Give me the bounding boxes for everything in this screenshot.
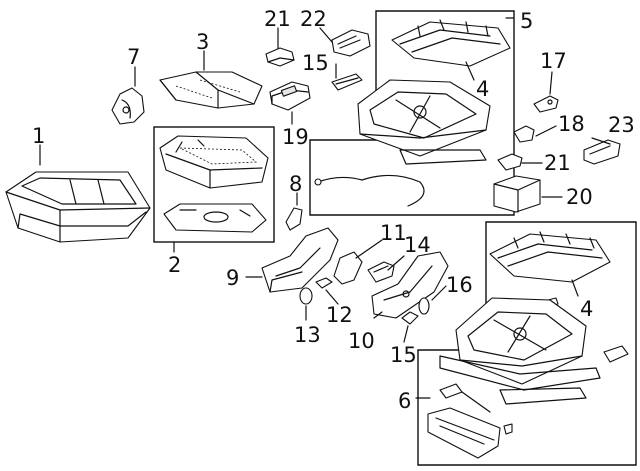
part-6-seat-track[interactable] bbox=[427, 297, 629, 459]
callout-17: 17 bbox=[540, 49, 567, 73]
callout-11: 11 bbox=[380, 221, 407, 245]
part-2-cushion-pad[interactable] bbox=[159, 135, 269, 189]
callout-18: 18 bbox=[558, 112, 585, 136]
callout-16: 16 bbox=[446, 273, 473, 297]
callout-14: 14 bbox=[404, 233, 431, 257]
part-18-clip[interactable] bbox=[513, 125, 535, 143]
callout-21-right: 21 bbox=[544, 151, 571, 175]
callout-9: 9 bbox=[226, 266, 239, 290]
callout-22: 22 bbox=[300, 7, 327, 31]
part-11-knob[interactable] bbox=[333, 251, 363, 285]
callout-10: 10 bbox=[348, 329, 375, 353]
part-19-module[interactable] bbox=[269, 81, 311, 111]
callout-20: 20 bbox=[566, 185, 593, 209]
callout-23: 23 bbox=[608, 113, 635, 137]
part-13-knob[interactable] bbox=[299, 287, 313, 305]
part-16-knob[interactable] bbox=[418, 297, 430, 315]
part-21-cap-top[interactable] bbox=[265, 47, 295, 67]
part-23-switch[interactable] bbox=[583, 139, 621, 165]
callout-4-upper: 4 bbox=[476, 77, 489, 101]
part-9-side-shield[interactable] bbox=[261, 227, 339, 293]
cushion-group-box bbox=[153, 126, 275, 243]
part-12-pin[interactable] bbox=[315, 277, 333, 289]
part-3-seat-panel[interactable] bbox=[159, 71, 263, 109]
part-21-cap-right[interactable] bbox=[497, 153, 523, 171]
callout-8: 8 bbox=[289, 172, 302, 196]
callout-1: 1 bbox=[32, 124, 45, 148]
part-15-knob-top[interactable] bbox=[331, 73, 363, 91]
part-15-knob-bottom[interactable] bbox=[401, 311, 419, 325]
callout-6: 6 bbox=[398, 389, 411, 413]
callout-12: 12 bbox=[326, 303, 353, 327]
leader-lines bbox=[39, 17, 611, 399]
callout-21-top: 21 bbox=[264, 7, 291, 31]
part-22-switch-housing[interactable] bbox=[331, 29, 371, 57]
part-7-bracket[interactable] bbox=[111, 87, 145, 125]
part-1-seat-cushion[interactable] bbox=[5, 171, 151, 243]
callout-15-upper: 15 bbox=[302, 51, 329, 75]
part-20-module[interactable] bbox=[493, 175, 541, 213]
part-10-side-shield[interactable] bbox=[371, 251, 449, 319]
callout-13: 13 bbox=[294, 323, 321, 347]
callout-2: 2 bbox=[168, 253, 181, 277]
callout-7: 7 bbox=[127, 45, 140, 69]
part-14-switch[interactable] bbox=[367, 261, 395, 283]
part-17-clip[interactable] bbox=[533, 95, 559, 113]
callout-4-lower: 4 bbox=[580, 297, 593, 321]
callout-15-lower: 15 bbox=[390, 343, 417, 367]
callout-5: 5 bbox=[520, 9, 533, 33]
part-2-cushion-pan[interactable] bbox=[163, 203, 267, 233]
part-4-frame-lower[interactable] bbox=[489, 231, 611, 307]
callout-19: 19 bbox=[282, 125, 309, 149]
part-8-clip[interactable] bbox=[285, 207, 303, 231]
callout-3: 3 bbox=[196, 30, 209, 54]
part-5-seat-adjuster[interactable] bbox=[314, 19, 511, 207]
